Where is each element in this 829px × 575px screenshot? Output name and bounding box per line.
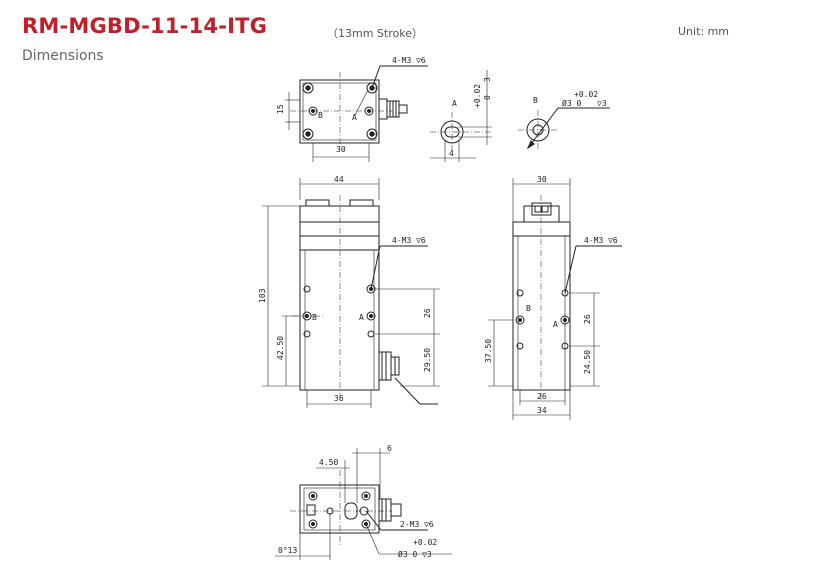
detail-b-tol-upper: +0.02 bbox=[574, 90, 598, 99]
bottom-view bbox=[275, 448, 452, 560]
detail-a bbox=[430, 70, 492, 162]
top-view-label-a: A bbox=[352, 113, 357, 122]
side-view bbox=[488, 178, 622, 420]
detail-a-dim-width: 4 bbox=[449, 149, 454, 158]
top-view-label-b: B bbox=[318, 111, 323, 120]
front-view-dim-lower: 42.50 bbox=[276, 336, 285, 360]
detail-a-tol-lower: 0 bbox=[483, 95, 492, 100]
front-view-label-a: A bbox=[359, 313, 364, 322]
front-view-dim-26: 26 bbox=[423, 308, 432, 318]
bottom-view-dim-6: 6 bbox=[387, 444, 392, 453]
top-view bbox=[285, 65, 428, 162]
side-view-dim-26-vert: 26 bbox=[583, 314, 592, 324]
detail-a-label: A bbox=[452, 99, 457, 108]
top-view-holes-label: 4-M3 ▽6 bbox=[392, 56, 426, 65]
unit-note: Unit: mm bbox=[678, 25, 730, 38]
front-view-dim-top: 44 bbox=[334, 175, 344, 184]
top-view-dim-height: 15 bbox=[276, 104, 285, 114]
side-view-dim-3750: 37.50 bbox=[484, 339, 493, 363]
front-view bbox=[262, 178, 440, 408]
side-view-dim-top: 30 bbox=[537, 175, 547, 184]
stroke-note: （13mm Stroke） bbox=[327, 27, 423, 40]
front-view-label-b: B bbox=[312, 313, 317, 322]
detail-b-label: B bbox=[533, 96, 538, 105]
bottom-view-dim-13: 0°13 bbox=[278, 546, 297, 555]
bottom-view-dim-450: 4.50 bbox=[319, 458, 338, 467]
side-view-holes-label: 4-M3 ▽6 bbox=[584, 236, 618, 245]
side-view-dim-26: 26 bbox=[537, 392, 547, 401]
detail-b-nominal: Ø3 0 bbox=[562, 98, 581, 108]
detail-b-depth: ▽3 bbox=[597, 99, 607, 108]
page-subtitle: Dimensions bbox=[22, 48, 104, 64]
side-view-label-b: B bbox=[526, 304, 531, 313]
front-view-dim-2950: 29.50 bbox=[423, 348, 432, 372]
side-view-dim-34: 34 bbox=[537, 406, 547, 415]
bottom-view-tol-upper: +0.02 bbox=[413, 538, 437, 547]
bottom-view-holes-label: 2-M3 ▽6 bbox=[400, 520, 434, 529]
top-view-dim-width: 30 bbox=[336, 145, 346, 154]
bottom-view-hole-spec: Ø3 0 ▽3 bbox=[398, 549, 432, 559]
front-view-dim-height: 103 bbox=[258, 288, 267, 303]
detail-b bbox=[518, 107, 610, 150]
side-view-dim-2450: 24.50 bbox=[583, 350, 592, 374]
page-title: RM-MGBD-11-14-ITG bbox=[22, 14, 268, 38]
front-view-holes-label: 4-M3 ▽6 bbox=[392, 236, 426, 245]
detail-a-nominal: 3 bbox=[483, 77, 492, 82]
detail-a-tol-upper: +0.02 bbox=[473, 84, 482, 108]
front-view-dim-bottom: 36 bbox=[334, 394, 344, 403]
side-view-label-a: A bbox=[553, 320, 558, 329]
